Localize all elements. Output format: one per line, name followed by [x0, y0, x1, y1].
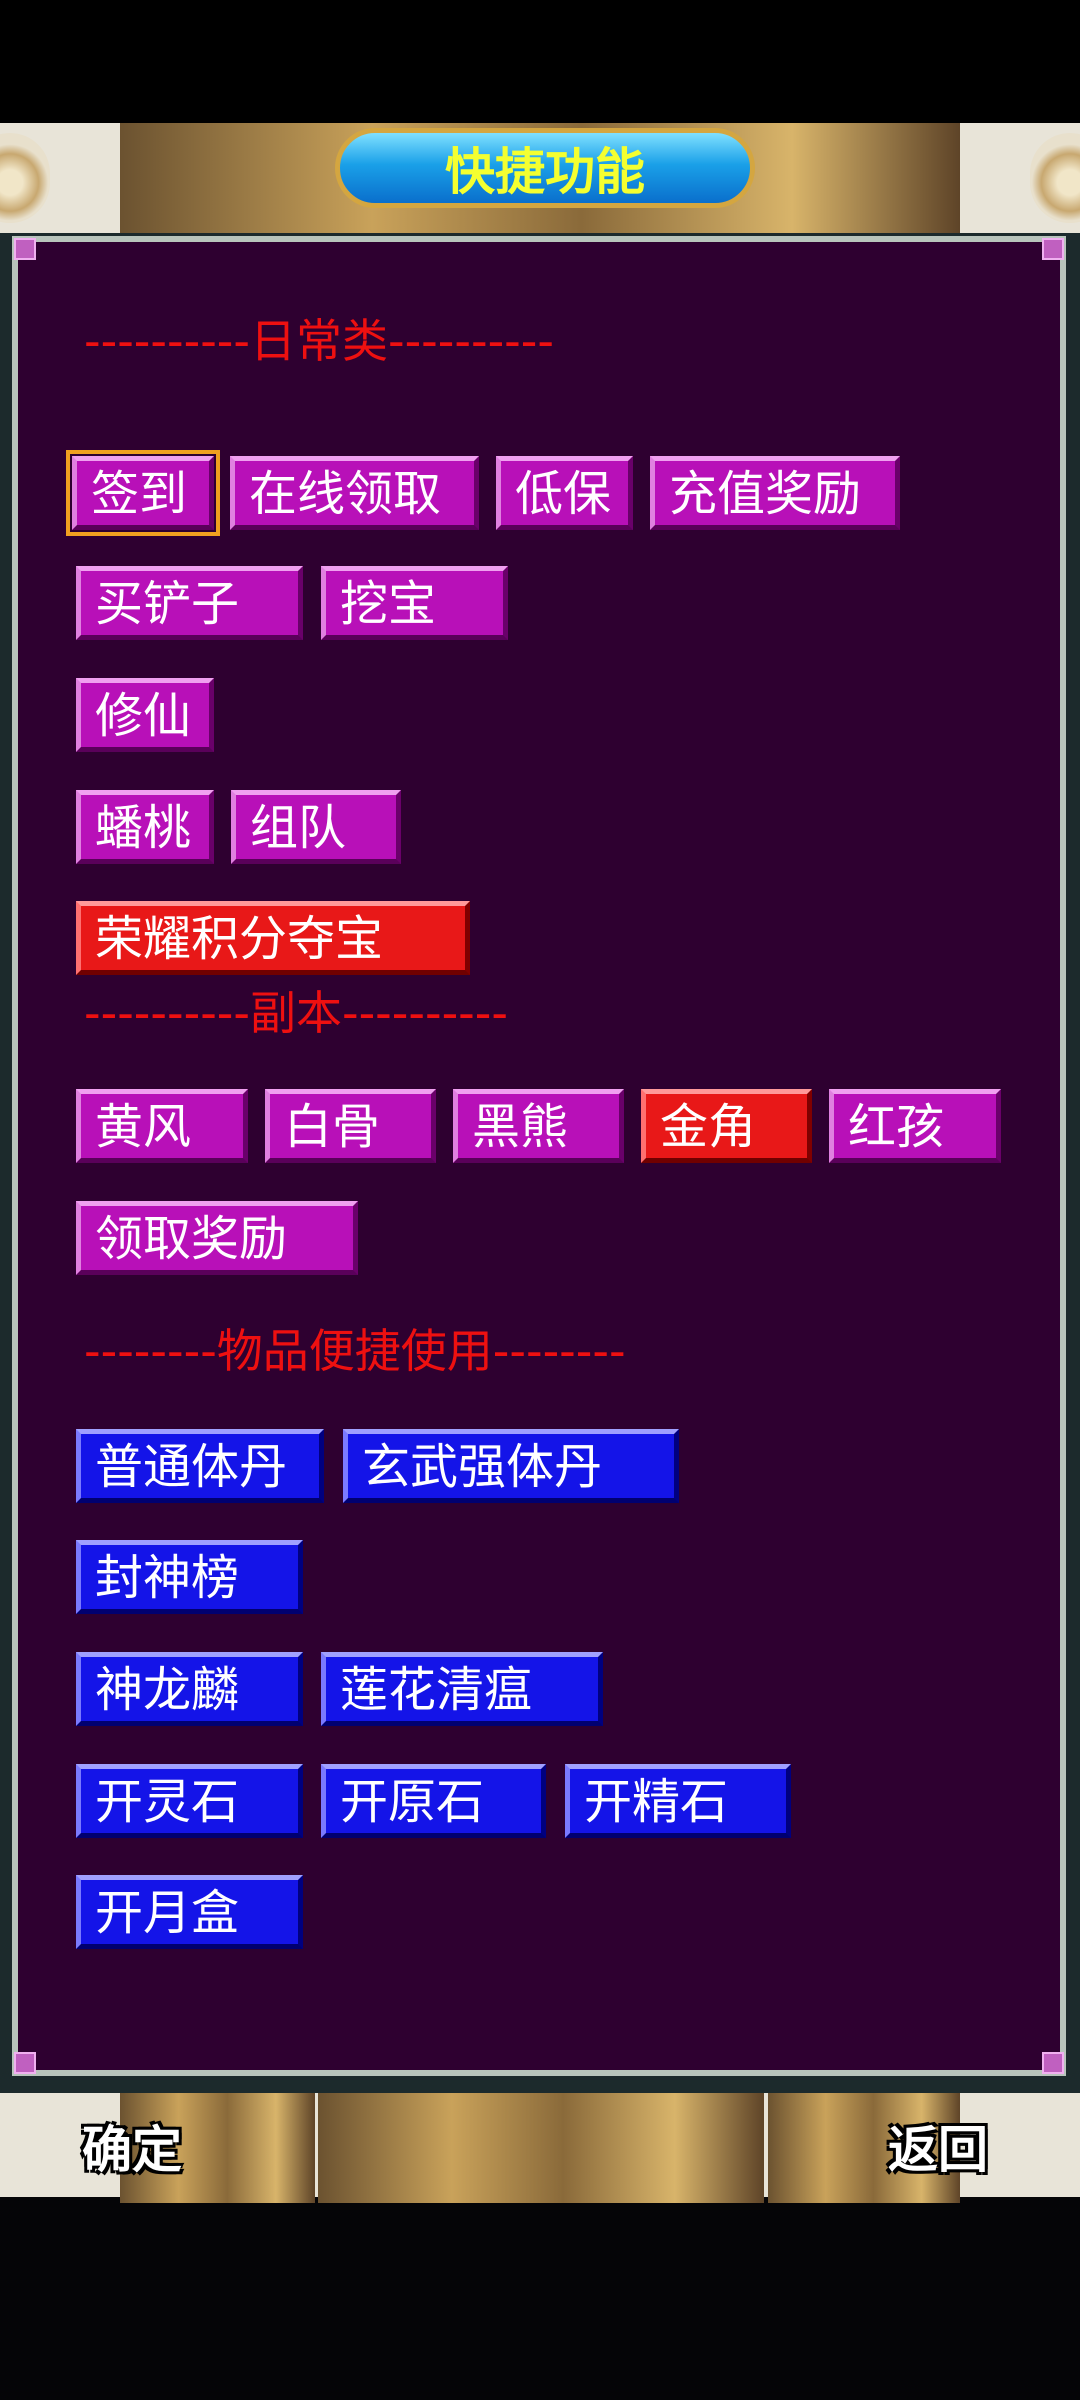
shortcut-button[interactable]: 买铲子	[76, 566, 303, 640]
shortcut-button[interactable]: 荣耀积分夺宝	[76, 901, 470, 975]
shortcut-button[interactable]: 黄风	[76, 1089, 248, 1163]
shortcut-button[interactable]: 神龙麟	[76, 1652, 303, 1726]
shortcut-button[interactable]: 领取奖励	[76, 1201, 358, 1275]
shortcut-button[interactable]: 组队	[231, 790, 401, 864]
page-title: 快捷功能	[335, 128, 755, 208]
cloud-ornament-right	[1030, 133, 1080, 223]
shortcut-button[interactable]: 挖宝	[321, 566, 508, 640]
corner-ornament	[14, 2052, 36, 2074]
back-button[interactable]: 返回	[888, 2121, 988, 2179]
corner-ornament	[14, 238, 36, 260]
shortcut-button[interactable]: 玄武强体丹	[343, 1429, 679, 1503]
shortcut-button[interactable]: 封神榜	[76, 1540, 303, 1614]
footer-artwork	[768, 2093, 960, 2203]
section-header: --------物品便捷使用--------	[84, 1324, 626, 1378]
shortcut-button[interactable]: 红孩	[829, 1089, 1001, 1163]
shortcut-button[interactable]: 开精石	[565, 1764, 791, 1838]
footer-artwork	[318, 2093, 764, 2203]
shortcut-button[interactable]: 黑熊	[453, 1089, 624, 1163]
shortcut-button[interactable]: 开月盒	[76, 1875, 303, 1949]
shortcut-button[interactable]: 开灵石	[76, 1764, 303, 1838]
shortcut-button[interactable]: 白骨	[265, 1089, 436, 1163]
corner-ornament	[1042, 2052, 1064, 2074]
shortcut-button[interactable]: 签到	[66, 450, 220, 536]
cloud-ornament-left	[0, 133, 50, 223]
shortcut-button[interactable]: 莲花清瘟	[321, 1652, 603, 1726]
corner-ornament	[1042, 238, 1064, 260]
shortcut-button[interactable]: 蟠桃	[76, 790, 214, 864]
footer-artwork	[120, 2093, 315, 2203]
shortcut-button[interactable]: 低保	[496, 456, 633, 530]
shortcut-button[interactable]: 充值奖励	[650, 456, 900, 530]
shortcut-button[interactable]: 修仙	[76, 678, 214, 752]
confirm-button[interactable]: 确定	[82, 2121, 182, 2179]
section-header: ----------日常类----------	[84, 314, 554, 368]
status-bar	[0, 0, 1080, 123]
shortcut-button[interactable]: 金角	[641, 1089, 812, 1163]
footer-bar	[0, 2093, 1080, 2203]
section-header: ----------副本----------	[84, 986, 508, 1040]
shortcut-button[interactable]: 在线领取	[230, 456, 479, 530]
shortcut-button[interactable]: 普通体丹	[76, 1429, 324, 1503]
shortcut-button[interactable]: 开原石	[321, 1764, 546, 1838]
